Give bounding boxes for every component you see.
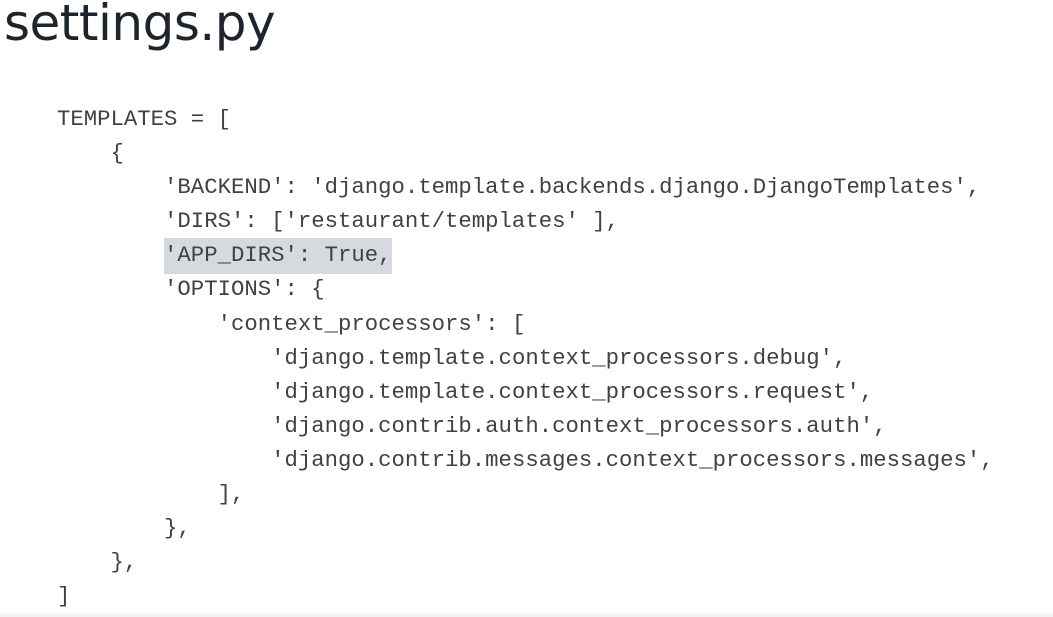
code-text: { xyxy=(110,140,124,167)
bottom-edge xyxy=(0,613,1053,617)
code-line: }, xyxy=(57,545,994,579)
code-line: 'django.contrib.messages.context_process… xyxy=(57,443,994,477)
code-line: }, xyxy=(57,511,994,545)
code-line: { xyxy=(57,136,994,170)
code-text: 'DIRS': ['restaurant/templates' ], xyxy=(164,208,619,235)
code-text: 'BACKEND': 'django.template.backends.dja… xyxy=(164,174,981,201)
code-block: TEMPLATES = [ { 'BACKEND': 'django.templ… xyxy=(57,102,994,613)
code-text: 'django.template.context_processors.debu… xyxy=(271,344,847,371)
code-text: }, xyxy=(110,549,138,576)
code-line: ] xyxy=(57,579,994,613)
code-text: ], xyxy=(217,481,245,508)
code-line: 'APP_DIRS': True, xyxy=(57,238,994,275)
code-line: TEMPLATES = [ xyxy=(57,102,994,136)
code-line: 'OPTIONS': { xyxy=(57,272,994,306)
code-line: ], xyxy=(57,477,994,511)
code-line: 'django.template.context_processors.debu… xyxy=(57,341,994,375)
code-text: 'django.contrib.auth.context_processors.… xyxy=(271,412,887,439)
code-text: }, xyxy=(164,515,191,542)
code-line: 'django.template.context_processors.requ… xyxy=(57,375,994,409)
code-text: 'context_processors': [ xyxy=(217,310,526,337)
slide-title: settings.py xyxy=(4,0,276,52)
code-text: 'django.contrib.messages.context_process… xyxy=(271,446,994,473)
code-line: 'context_processors': [ xyxy=(57,307,994,341)
code-text: 'django.template.context_processors.requ… xyxy=(271,378,874,405)
code-line: 'django.contrib.auth.context_processors.… xyxy=(57,409,994,443)
code-line: 'BACKEND': 'django.template.backends.dja… xyxy=(57,170,994,204)
code-text: ] xyxy=(57,583,71,610)
highlighted-code-text: 'APP_DIRS': True, xyxy=(164,238,392,275)
code-text: TEMPLATES = [ xyxy=(57,106,231,132)
code-text: 'OPTIONS': { xyxy=(164,276,325,303)
code-line: 'DIRS': ['restaurant/templates' ], xyxy=(57,204,994,238)
